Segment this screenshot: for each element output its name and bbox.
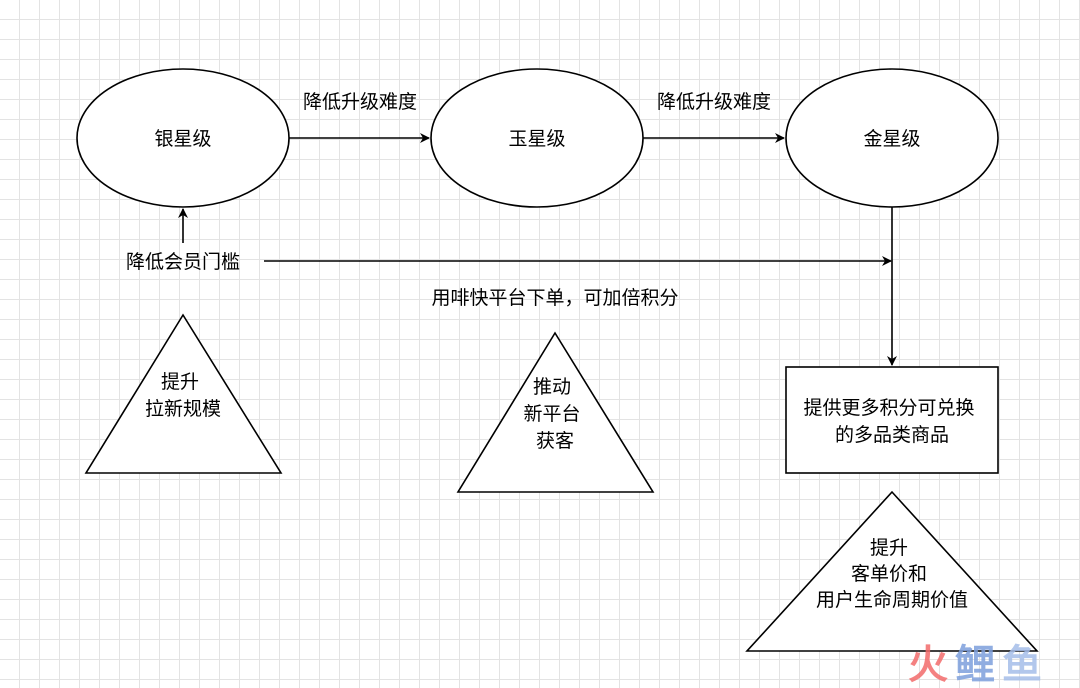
silver-level-label: 银星级 <box>154 128 211 150</box>
rewards-box-text: 提供更多积分可兑换 的多品类商品 <box>803 397 980 446</box>
triangle-value-line-2: 客单价和 <box>851 563 927 585</box>
triangle-acquisition-line-3: 获客 <box>536 430 574 452</box>
triangle-acquisition-line-2: 新平台 <box>523 403 580 425</box>
triangle-acquisition-text: 推动 新平台 获客 <box>523 376 586 452</box>
triangle-scale-line-1: 提升 <box>161 371 199 393</box>
triangle-value-text: 提升 客单价和 用户生命周期价值 <box>816 537 968 611</box>
rewards-box <box>785 366 999 474</box>
rewards-box-line-1: 提供更多积分可兑换 <box>803 397 974 419</box>
triangle-value <box>745 490 1039 652</box>
triangle-scale-line-2: 拉新规模 <box>145 398 221 420</box>
watermark-char-1: 火 <box>908 642 948 688</box>
order-note-label: 用啡快平台下单，可加倍积分 <box>431 287 678 309</box>
lower-threshold-label: 降低会员门槛 <box>126 251 240 273</box>
watermark-char-3: 鱼 <box>1002 642 1042 688</box>
jade-to-gold-label: 降低升级难度 <box>657 91 771 113</box>
silver-to-jade-label: 降低升级难度 <box>303 91 417 113</box>
triangle-value-line-3: 用户生命周期价值 <box>816 589 968 611</box>
triangle-scale <box>84 313 283 474</box>
triangle-value-line-1: 提升 <box>870 537 908 559</box>
jade-level-label: 玉星级 <box>508 128 565 150</box>
triangle-acquisition-line-1: 推动 <box>533 376 571 398</box>
triangle-acquisition <box>456 331 655 493</box>
rewards-box-line-2: 的多品类商品 <box>835 424 949 446</box>
triangle-scale-text: 提升 拉新规模 <box>145 371 221 420</box>
gold-level-label: 金星级 <box>863 128 920 150</box>
watermark-char-2: 鲤 <box>955 642 995 688</box>
